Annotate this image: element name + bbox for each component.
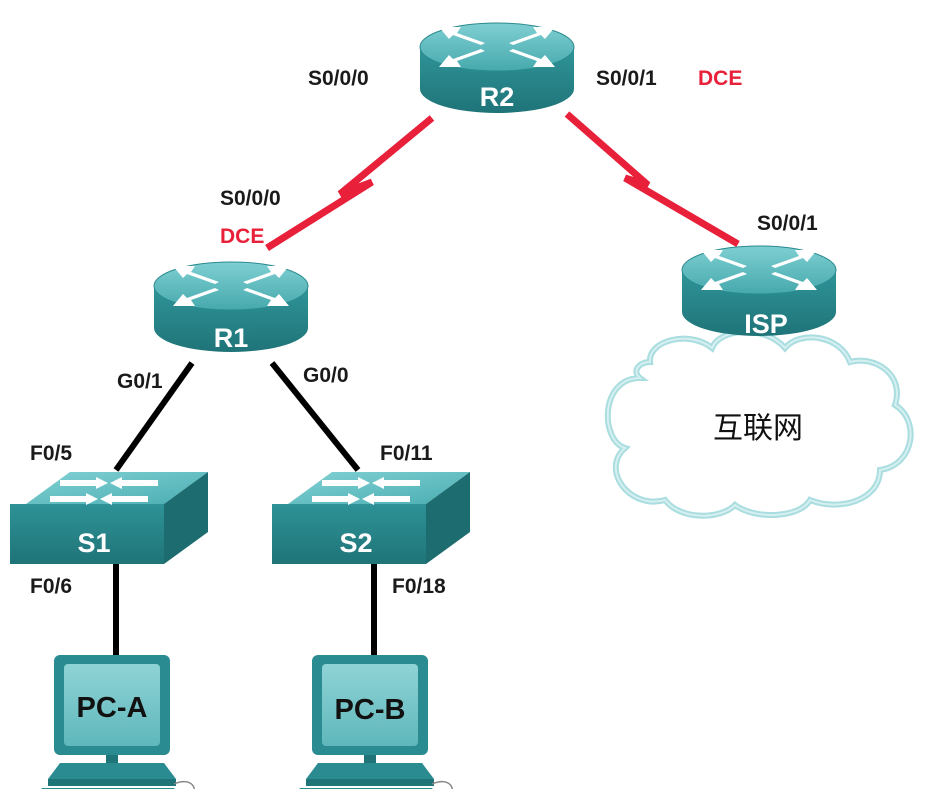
port-label-s2-f011: F0/11: [380, 442, 433, 465]
pc-a-label: PC-A: [77, 692, 148, 724]
router-r1-label: R1: [214, 323, 249, 353]
pc-b-label: PC-B: [335, 694, 406, 726]
router-r2-label: R2: [480, 82, 515, 112]
port-label-r1-g00: G0/0: [303, 364, 349, 387]
port-label-s1-f06: F0/6: [30, 575, 72, 598]
serial-link-r2-isp: [564, 111, 740, 248]
internet-cloud-label: 互联网: [713, 412, 803, 445]
port-label-r2-s000: S0/0/0: [308, 67, 369, 90]
port-label-r1-s000: S0/0/0: [220, 187, 281, 210]
dce-label-r2: DCE: [698, 67, 742, 90]
switch-s2-label: S2: [339, 528, 372, 558]
port-label-s1-f05: F0/5: [30, 442, 72, 465]
port-label-isp-s001: S0/0/1: [757, 212, 818, 235]
internet-cloud-icon: [604, 328, 914, 519]
dce-label-r1: DCE: [220, 225, 264, 248]
router-isp-label: ISP: [744, 309, 788, 339]
ethernet-link-r1-s1: [113, 361, 195, 472]
serial-link-r1-r2: [265, 115, 435, 251]
port-label-s2-f018: F0/18: [392, 575, 446, 598]
ethernet-link-r1-s2: [269, 361, 361, 472]
port-label-r2-s001: S0/0/1: [596, 67, 657, 90]
switch-s1-label: S1: [77, 528, 110, 558]
port-label-r1-g01: G0/1: [117, 370, 163, 393]
